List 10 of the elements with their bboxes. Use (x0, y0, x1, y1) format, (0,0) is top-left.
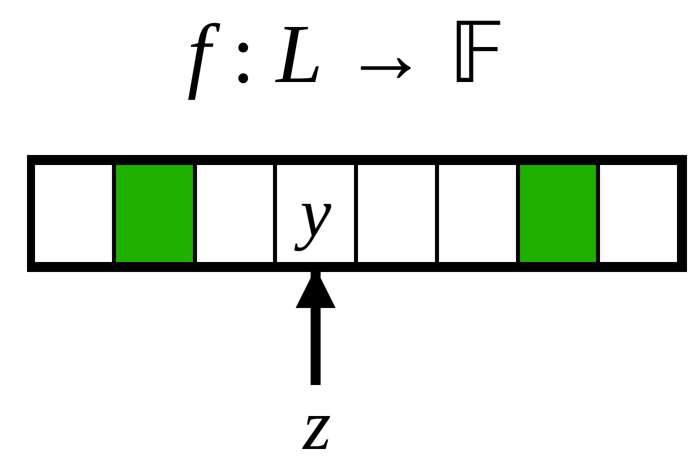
array-cell (114, 163, 194, 264)
variable-label: z (292, 385, 342, 465)
title: f : L → 𝔽 (186, 7, 507, 103)
array-cell (598, 163, 679, 264)
array-cell (518, 163, 598, 264)
array-cell (436, 163, 518, 264)
array-cell: y (275, 163, 356, 264)
array-frame (27, 155, 687, 272)
array-cell (194, 163, 276, 264)
array-cell (356, 163, 437, 264)
